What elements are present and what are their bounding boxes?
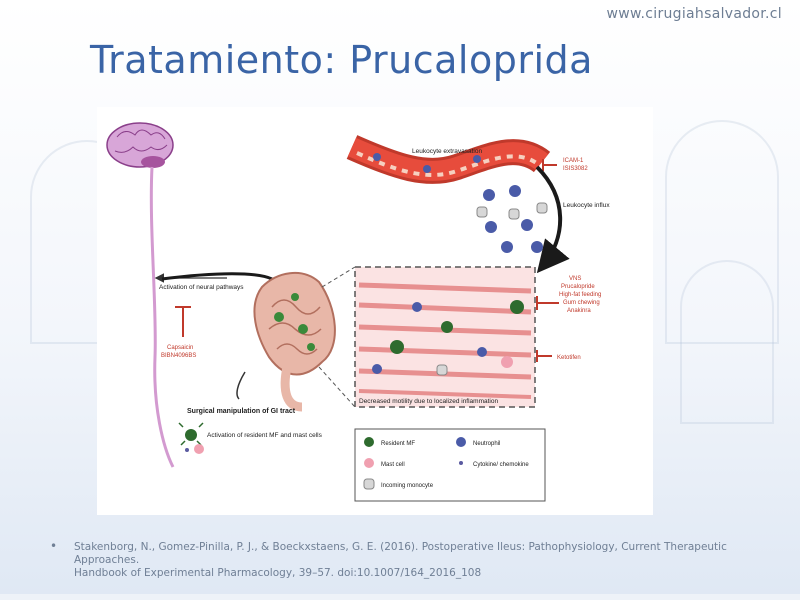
icam-label: ICAM-1 xyxy=(563,158,584,164)
leukocyte-extravasation-label: Leukocyte extravasation xyxy=(412,148,482,155)
treatment-list: VNS Prucalopride High-fat feeding Gum ch… xyxy=(559,276,603,314)
svg-text:Mast cell: Mast cell xyxy=(381,462,405,468)
citation-line-1: Stakenborg, N., Gomez-Pinilla, P. J., & … xyxy=(74,541,727,566)
ketotifen-label: Ketotifen xyxy=(557,355,581,361)
citation-line-2: Handbook of Experimental Pharmacology, 3… xyxy=(74,567,482,579)
slide-title: Tratamiento: Prucaloprida xyxy=(90,38,593,82)
legend-monocyte: Incoming monocyte xyxy=(363,478,434,490)
activated-macrophage-icon xyxy=(178,422,204,454)
figure-canvas: Activation of neural pathways Capsaicin … xyxy=(106,122,610,502)
surgical-manipulation-label: Surgical manipulation of GI tract xyxy=(187,408,296,415)
bullet-point: • xyxy=(50,539,58,553)
legend-box xyxy=(354,428,546,502)
capsaicin-label: Capsaicin xyxy=(167,345,193,351)
website-url: www.cirugiahsalvador.cl xyxy=(606,6,782,22)
pathophysiology-figure: Activation of neural pathways Capsaicin … xyxy=(97,107,653,515)
isis-label: ISIS3082 xyxy=(563,166,588,172)
citation-text: Stakenborg, N., Gomez-Pinilla, P. J., & … xyxy=(74,541,764,580)
brain-icon xyxy=(106,122,175,468)
motility-label: Decreased motility due to localized infl… xyxy=(359,398,498,405)
svg-text:Incoming monocyte: Incoming monocyte xyxy=(381,483,434,489)
leukocyte-influx-arrow xyxy=(535,165,570,274)
slide-footer-bar xyxy=(0,594,800,600)
zoom-connector-bottom xyxy=(318,366,356,408)
mf-activation-label: Activation of resident MF and mast cells xyxy=(207,432,323,439)
floating-leukocytes xyxy=(476,185,548,253)
background-arch xyxy=(665,120,779,344)
gi-tract-illustration xyxy=(253,271,336,412)
neural-pathway-curve xyxy=(161,272,273,281)
zoom-connector-top xyxy=(321,266,356,288)
leukocyte-influx-label: Leukocyte influx xyxy=(563,202,610,209)
legend-resident-mf: Resident MF xyxy=(364,437,415,447)
svg-text:Resident MF: Resident MF xyxy=(381,441,415,447)
surgical-instrument-icon xyxy=(236,371,246,400)
background-arch xyxy=(680,260,774,424)
muscle-fibers xyxy=(358,282,532,399)
neural-activation-label: Activation of neural pathways xyxy=(159,284,244,291)
legend-neutrophil: Neutrophil xyxy=(456,437,500,447)
bibn-label: BIBN4096BS xyxy=(161,353,196,359)
svg-text:Neutrophil: Neutrophil xyxy=(473,441,500,447)
legend-mast-cell: Mast cell xyxy=(364,458,405,468)
svg-text:Cytokine/ chemokine: Cytokine/ chemokine xyxy=(473,462,529,468)
legend-cytokine: Cytokine/ chemokine xyxy=(459,461,529,468)
blood-vessel xyxy=(346,135,551,184)
